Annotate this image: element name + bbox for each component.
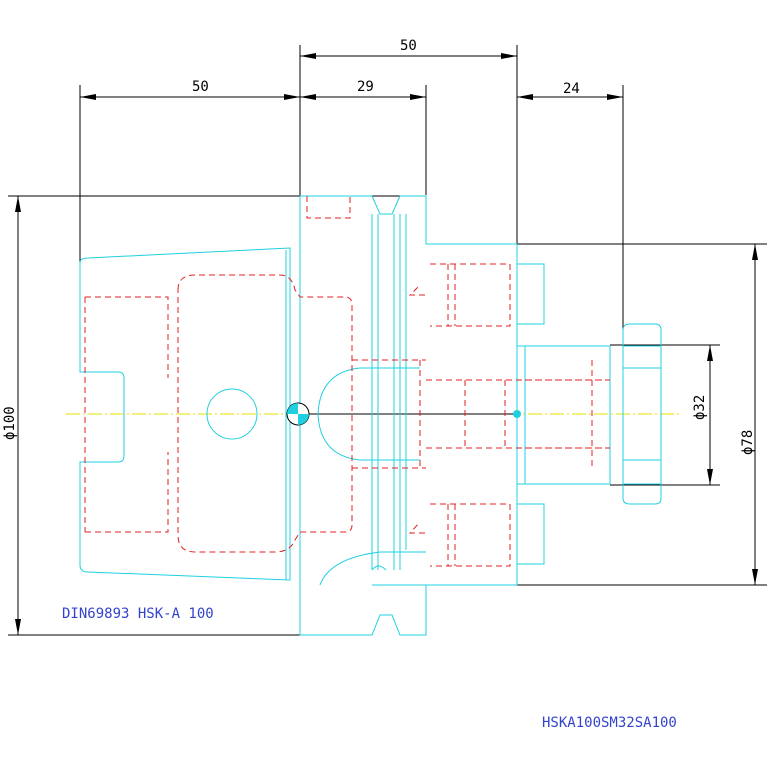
hidden-lines [84,196,610,567]
part-number-label: HSKA100SM32SA100 [542,715,677,731]
dim-diameter-left: ϕ100 [2,406,18,440]
center-marker-right [513,410,521,418]
dim-diameter-right: ϕ78 [740,430,756,455]
dim-left-width: 50 [192,79,209,95]
center-marker-left [286,402,310,426]
dim-top-overall: 50 [400,38,417,54]
standard-label: DIN69893 HSK-A 100 [62,606,214,622]
dimension-lines [8,45,767,636]
dim-flange-width: 29 [357,79,374,95]
part-outline [79,195,662,636]
dim-right-offset: 24 [563,81,580,97]
dim-diameter-bore: ϕ32 [692,395,708,420]
